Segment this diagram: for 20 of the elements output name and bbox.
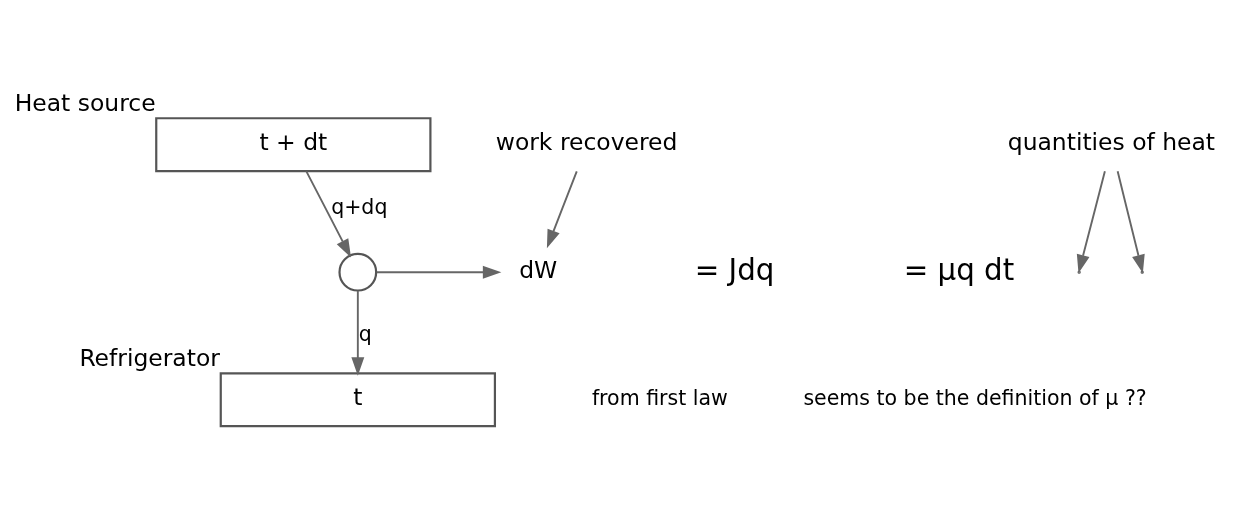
node-text: quantities of heat bbox=[1007, 128, 1216, 157]
node-box: t bbox=[219, 372, 497, 428]
label: = μq dt bbox=[903, 252, 1015, 287]
label: seems to be the definition of μ ?? bbox=[803, 386, 1147, 411]
arrow bbox=[1116, 170, 1145, 274]
arrow bbox=[546, 170, 578, 249]
arrow bbox=[1076, 170, 1106, 274]
node-circle bbox=[338, 252, 378, 292]
node-label: Heat source bbox=[14, 88, 156, 117]
arrow bbox=[375, 265, 502, 279]
arrow bbox=[305, 170, 352, 258]
node-box: t + dt bbox=[155, 117, 432, 173]
node-text: work recovered bbox=[495, 128, 678, 157]
node-text: dW bbox=[519, 255, 558, 284]
label: from first law bbox=[591, 386, 728, 411]
arrow bbox=[351, 290, 365, 376]
edge-label: q bbox=[358, 322, 372, 347]
node-label: Refrigerator bbox=[79, 343, 220, 372]
label: = Jdq bbox=[694, 252, 775, 287]
edge-label: q+dq bbox=[331, 194, 388, 219]
